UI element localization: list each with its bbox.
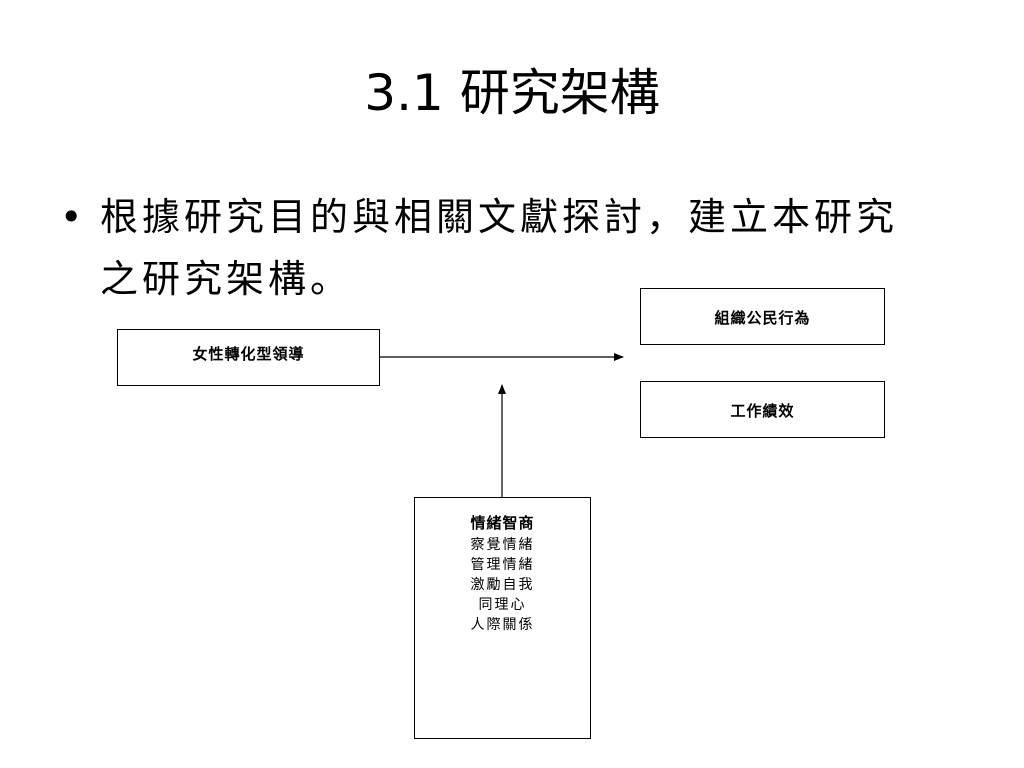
bullet-text: 根據研究目的與相關文獻探討，建立本研究之研究架構。	[100, 195, 899, 301]
slide-title: 3.1 研究架構	[364, 64, 660, 122]
moderator-dimension: 察覺情緒	[470, 537, 535, 553]
outcome-performance-label: 工作績效	[730, 402, 795, 420]
bullet-dot-icon: •	[60, 195, 83, 239]
independent-variable-box: 女性轉化型領導	[117, 329, 380, 386]
outcome-ocb-label: 組織公民行為	[714, 309, 811, 327]
moderator-dimension: 人際關係	[470, 617, 535, 633]
independent-variable-label: 女性轉化型領導	[192, 345, 305, 363]
moderator-dimension: 同理心	[478, 597, 527, 613]
moderator-dimension: 管理情緒	[470, 557, 535, 573]
moderator-title: 情緒智商	[470, 514, 535, 532]
moderator-dimension: 激勵自我	[470, 577, 535, 593]
outcome-performance-box: 工作績效	[640, 381, 885, 438]
outcome-ocb-box: 組織公民行為	[640, 288, 885, 345]
moderator-box: 情緒智商 察覺情緒 管理情緒 激勵自我 同理心 人際關係	[414, 497, 591, 739]
